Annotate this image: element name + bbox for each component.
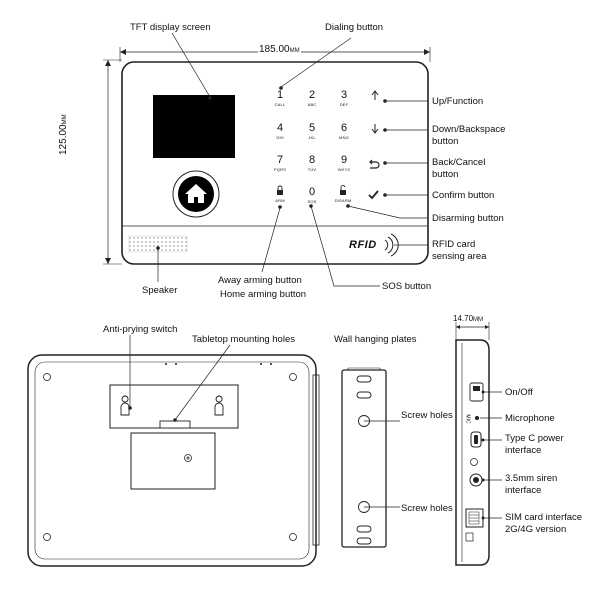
callout-down-2: button: [432, 136, 459, 147]
key-digit: 2: [308, 89, 316, 101]
anti-prying-switch: [159, 420, 191, 429]
height-unit: MM: [62, 114, 68, 125]
callout-tft: TFT display screen: [130, 22, 211, 33]
power-switch: [469, 382, 484, 402]
width-value: 185.00: [259, 44, 290, 55]
key-digit: 7: [276, 154, 284, 166]
depth-unit: MM: [473, 317, 484, 323]
height-value: 125.00: [58, 124, 69, 155]
key-letters: GHI: [276, 135, 284, 140]
key-letters: WXYZ: [337, 167, 351, 172]
key-arm[interactable]: ARM: [270, 187, 290, 206]
back-view: [27, 335, 320, 567]
key-letters: MNO: [339, 135, 349, 140]
wall-plate-view: [341, 367, 400, 548]
corner-screw: [43, 533, 51, 541]
callout-siren-1: 3.5mm siren: [505, 473, 558, 484]
callout-confirm: Confirm button: [432, 190, 495, 201]
key-digit: 3: [340, 89, 348, 101]
panel-side-body: [455, 339, 490, 566]
callout-back-2: button: [432, 169, 459, 180]
side-view: [455, 322, 502, 566]
key-digit: 6: [340, 122, 348, 134]
key-letters: PQRS: [273, 167, 287, 172]
depth-value: 14.70: [453, 314, 474, 323]
callout-disarming: Disarming button: [432, 213, 504, 224]
mic-tag: MIC: [464, 414, 471, 424]
height-dimension-label: 125.00MM: [58, 113, 69, 156]
key-digit: 9: [340, 154, 348, 166]
up-arrow-icon: [371, 90, 379, 100]
battery-cover: [130, 432, 216, 490]
callout-dialing: Dialing button: [325, 22, 384, 33]
home-icon: [185, 184, 207, 203]
wall-plate: [341, 369, 387, 548]
key-digit: 4: [276, 122, 284, 134]
keyhole-right: [214, 395, 224, 416]
callout-down-1: Down/Backspace: [432, 124, 506, 135]
callout-sos: SOS button: [382, 281, 432, 292]
key-digit: 1: [276, 89, 284, 101]
key-letters: TUV: [307, 167, 317, 172]
key-letters: ABC: [307, 102, 317, 107]
width-unit: MM: [289, 48, 300, 54]
key-letters: CALL: [274, 102, 286, 107]
callout-up: Up/Function: [432, 96, 484, 107]
callout-back-1: Back/Cancel: [432, 157, 486, 168]
rfid-logo: RFID: [349, 239, 377, 251]
back-icon: [369, 159, 380, 169]
key-digit: 0: [308, 186, 316, 198]
key-disarm[interactable]: DISARM: [333, 187, 353, 206]
callout-rfid-1: RFID card: [432, 239, 476, 250]
callout-mic: Microphone: [505, 413, 555, 424]
callout-home: Home arming button: [220, 289, 307, 300]
callout-tabletop: Tabletop mounting holes: [192, 334, 295, 345]
corner-screw: [289, 533, 297, 541]
front-view: [103, 32, 431, 287]
callout-typec-2: interface: [505, 445, 542, 456]
callout-siren-2: interface: [505, 485, 542, 496]
callout-sim-2: 2G/4G version: [505, 524, 567, 535]
key-digit: 8: [308, 154, 316, 166]
mic-hole: [475, 416, 479, 420]
down-arrow-icon: [371, 124, 379, 134]
tft-screen: [153, 95, 235, 158]
depth-dimension-label: 14.70MM: [453, 314, 483, 323]
callout-sim-1: SIM card interface: [505, 512, 583, 523]
callout-typec-1: Type C power: [505, 433, 564, 444]
key-letters: ARM: [275, 198, 285, 203]
callout-anti-prying: Anti-prying switch: [103, 324, 178, 335]
callout-onoff: On/Off: [505, 387, 533, 398]
keyhole-left: [120, 395, 130, 416]
width-dimension-label: 185.00MM: [258, 44, 301, 55]
callout-wall-plate: Wall hanging plates: [334, 334, 417, 345]
callout-screw-top: Screw holes: [401, 410, 453, 421]
callout-speaker: Speaker: [142, 285, 178, 296]
confirm-check-icon: [368, 190, 379, 200]
key-letters: DISARM: [334, 198, 352, 203]
callout-screw-bottom: Screw holes: [401, 503, 453, 514]
callout-away: Away arming button: [218, 275, 302, 286]
arm-lock-icon: [277, 190, 283, 195]
key-digit: 5: [308, 122, 316, 134]
disarm-unlock-icon: [340, 190, 346, 195]
key-letters: SOS: [307, 199, 317, 204]
corner-screw: [289, 373, 297, 381]
corner-screw: [43, 373, 51, 381]
key-letters: JKL: [308, 135, 316, 140]
key-letters: DEF: [339, 102, 349, 107]
callout-rfid-2: sensing area: [432, 251, 487, 262]
rfid-wave-icon: [384, 233, 399, 257]
